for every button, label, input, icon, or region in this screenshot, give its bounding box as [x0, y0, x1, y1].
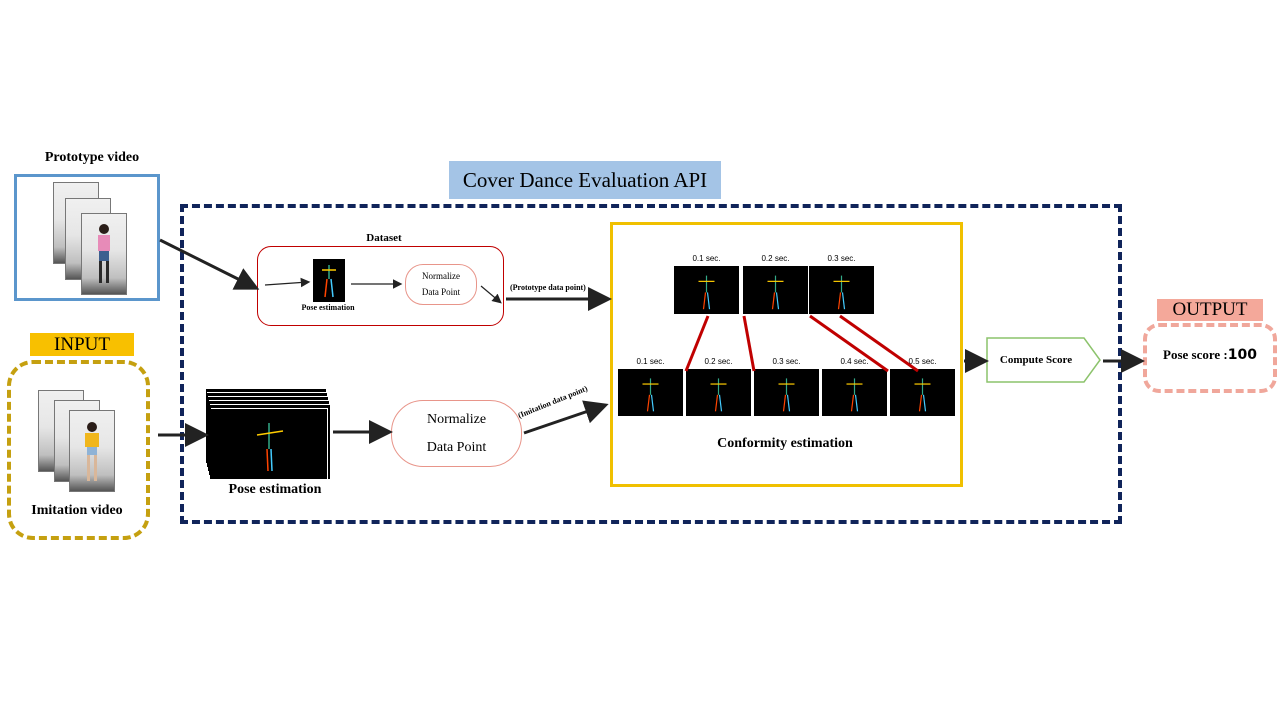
prototype-time-label: 0.2 sec. [761, 254, 790, 263]
skeleton-icon [833, 275, 850, 310]
dataset-normalize-line2: Data Point [421, 286, 461, 297]
prototype-pose-frame [674, 266, 739, 314]
skeleton-icon [642, 378, 659, 412]
skeleton-icon [914, 378, 931, 412]
match-line [742, 315, 756, 372]
arrow-out-dataset [480, 285, 502, 304]
skeleton-icon [256, 423, 284, 472]
imitation-pose-frame [618, 369, 683, 416]
arrow-prototype-to-dataset [159, 238, 260, 290]
prototype-frame [81, 213, 127, 295]
imitation-pose-label: Pose estimation [228, 482, 322, 497]
imitation-time-label: 0.2 sec. [704, 357, 733, 366]
arrow-imitation-data-point [523, 400, 609, 435]
skeleton-icon [846, 378, 863, 412]
imitation-time-label: 0.5 sec. [908, 357, 937, 366]
imitation-video-label: Imitation video [31, 503, 123, 518]
arrow-to-pose [264, 277, 311, 288]
match-line [684, 315, 710, 372]
imitation-time-label: 0.1 sec. [636, 357, 665, 366]
dataset-pose-thumbnail [313, 259, 345, 302]
imitation-pose-frame [822, 369, 887, 416]
api-container [180, 204, 1122, 524]
dataset-title: Dataset [366, 232, 402, 244]
dataset-pose-label: Pose estimation [301, 303, 355, 312]
normalize-line1: Normalize [426, 411, 487, 427]
conformity-label: Conformity estimation [717, 436, 853, 451]
match-line [809, 314, 889, 373]
imitation-time-label: 0.3 sec. [772, 357, 801, 366]
dataset-normalize-line1: Normalize [422, 271, 460, 282]
dancer-pink-icon [98, 224, 110, 283]
api-title: Cover Dance Evaluation API [449, 161, 721, 199]
pose-score-value: 100 [1227, 347, 1257, 363]
pose-score-label: Pose score : [1163, 347, 1228, 362]
imitation-pose-frame [890, 369, 955, 416]
input-tag: INPUT [30, 333, 134, 356]
compute-score-shape [986, 337, 1101, 383]
prototype-video-box [14, 174, 160, 301]
skeleton-icon [778, 378, 795, 412]
imitation-pose-frame [211, 408, 328, 479]
dancer-yellow-icon [85, 422, 99, 481]
imitation-time-label: 0.4 sec. [840, 357, 869, 366]
normalize-box: Normalize Data Point [391, 400, 522, 467]
prototype-time-label: 0.1 sec. [692, 254, 721, 263]
imitation-video-box [7, 360, 150, 540]
compute-score-label: Compute Score [999, 354, 1073, 366]
pose-score: Pose score :100 [1143, 347, 1277, 363]
output-tag: OUTPUT [1157, 299, 1263, 321]
imitation-pose-frame [754, 369, 819, 416]
prototype-pose-frame [809, 266, 874, 314]
skeleton-icon [710, 378, 727, 412]
conformity-box [610, 222, 963, 487]
normalize-line2: Data Point [426, 439, 487, 455]
dataset-normalize-box: Normalize Data Point [405, 264, 477, 305]
output-box [1143, 323, 1277, 393]
prototype-data-point-label: (Prototype data point) [510, 283, 586, 292]
prototype-pose-frame [743, 266, 808, 314]
imitation-pose-frame [686, 369, 751, 416]
skeleton-icon [698, 275, 715, 310]
skeleton-icon [767, 275, 784, 310]
prototype-video-label: Prototype video [44, 150, 140, 165]
prototype-time-label: 0.3 sec. [827, 254, 856, 263]
skeleton-icon [322, 265, 336, 298]
match-line [839, 314, 919, 373]
imitation-frame [69, 410, 115, 492]
